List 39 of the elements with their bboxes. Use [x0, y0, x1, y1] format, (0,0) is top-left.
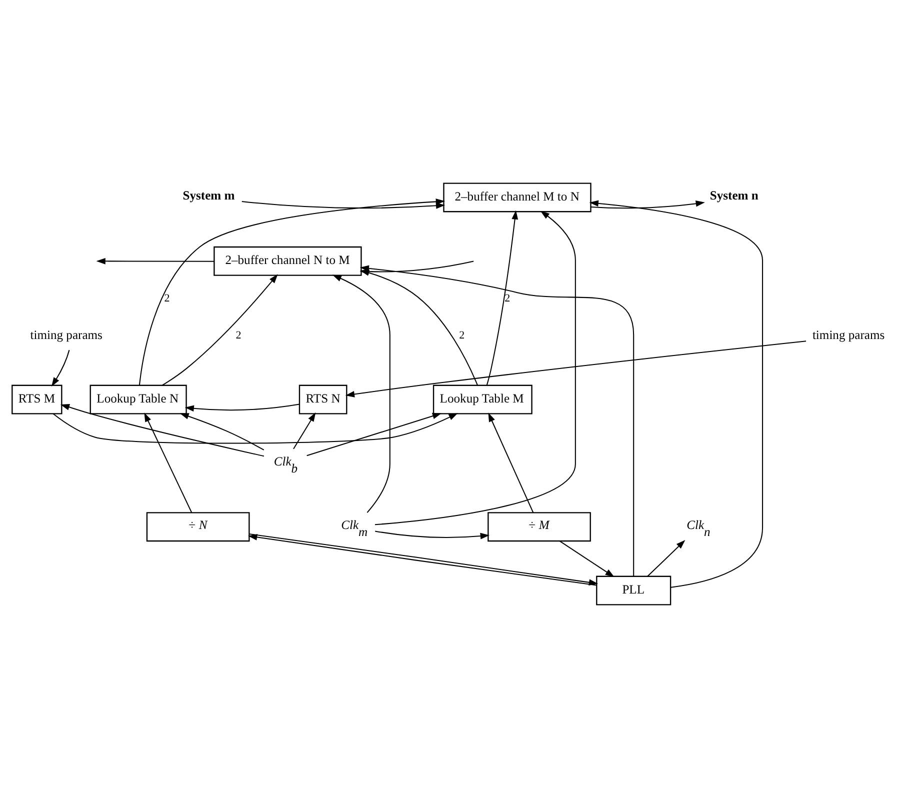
node-text: System n — [709, 188, 758, 202]
node-text: System m — [182, 188, 234, 202]
arrow — [488, 412, 534, 512]
arrow — [332, 274, 390, 512]
node-box: ÷ N — [146, 512, 250, 542]
arrow — [52, 412, 458, 444]
arrow — [96, 257, 214, 264]
arrow — [306, 412, 442, 456]
node-box: Lookup Table M — [432, 384, 532, 414]
arrow — [144, 412, 192, 512]
arrow — [344, 340, 806, 397]
edge-label: 2 — [504, 292, 510, 304]
node-text: timing params — [812, 327, 884, 342]
node-box: 2–buffer channel N to M — [213, 246, 362, 276]
arrow — [241, 200, 445, 208]
arrow — [590, 200, 704, 208]
arrow — [374, 210, 576, 525]
edge-label: 2 — [458, 329, 464, 342]
arrow — [558, 540, 614, 577]
edge-label: 2 — [164, 292, 170, 304]
node-box: PLL — [596, 575, 671, 605]
arrow — [588, 200, 763, 588]
node-box: Lookup Table N — [89, 384, 186, 414]
arrow — [138, 198, 445, 385]
node-box: RTS M — [11, 384, 62, 414]
arrow — [184, 403, 299, 412]
arrow — [179, 412, 264, 450]
arrow — [646, 540, 685, 576]
node-box: ÷ M — [487, 512, 590, 542]
node-box: RTS N — [298, 384, 347, 414]
arrow — [292, 412, 316, 449]
arrow — [50, 349, 70, 386]
edge-label: 2 — [235, 329, 241, 342]
node-box: 2–buffer channel M to N — [442, 182, 591, 212]
arrow — [486, 210, 518, 385]
node-text: timing params — [30, 327, 102, 342]
arrow — [161, 274, 278, 386]
arrow — [374, 530, 489, 539]
arrow — [60, 404, 264, 456]
